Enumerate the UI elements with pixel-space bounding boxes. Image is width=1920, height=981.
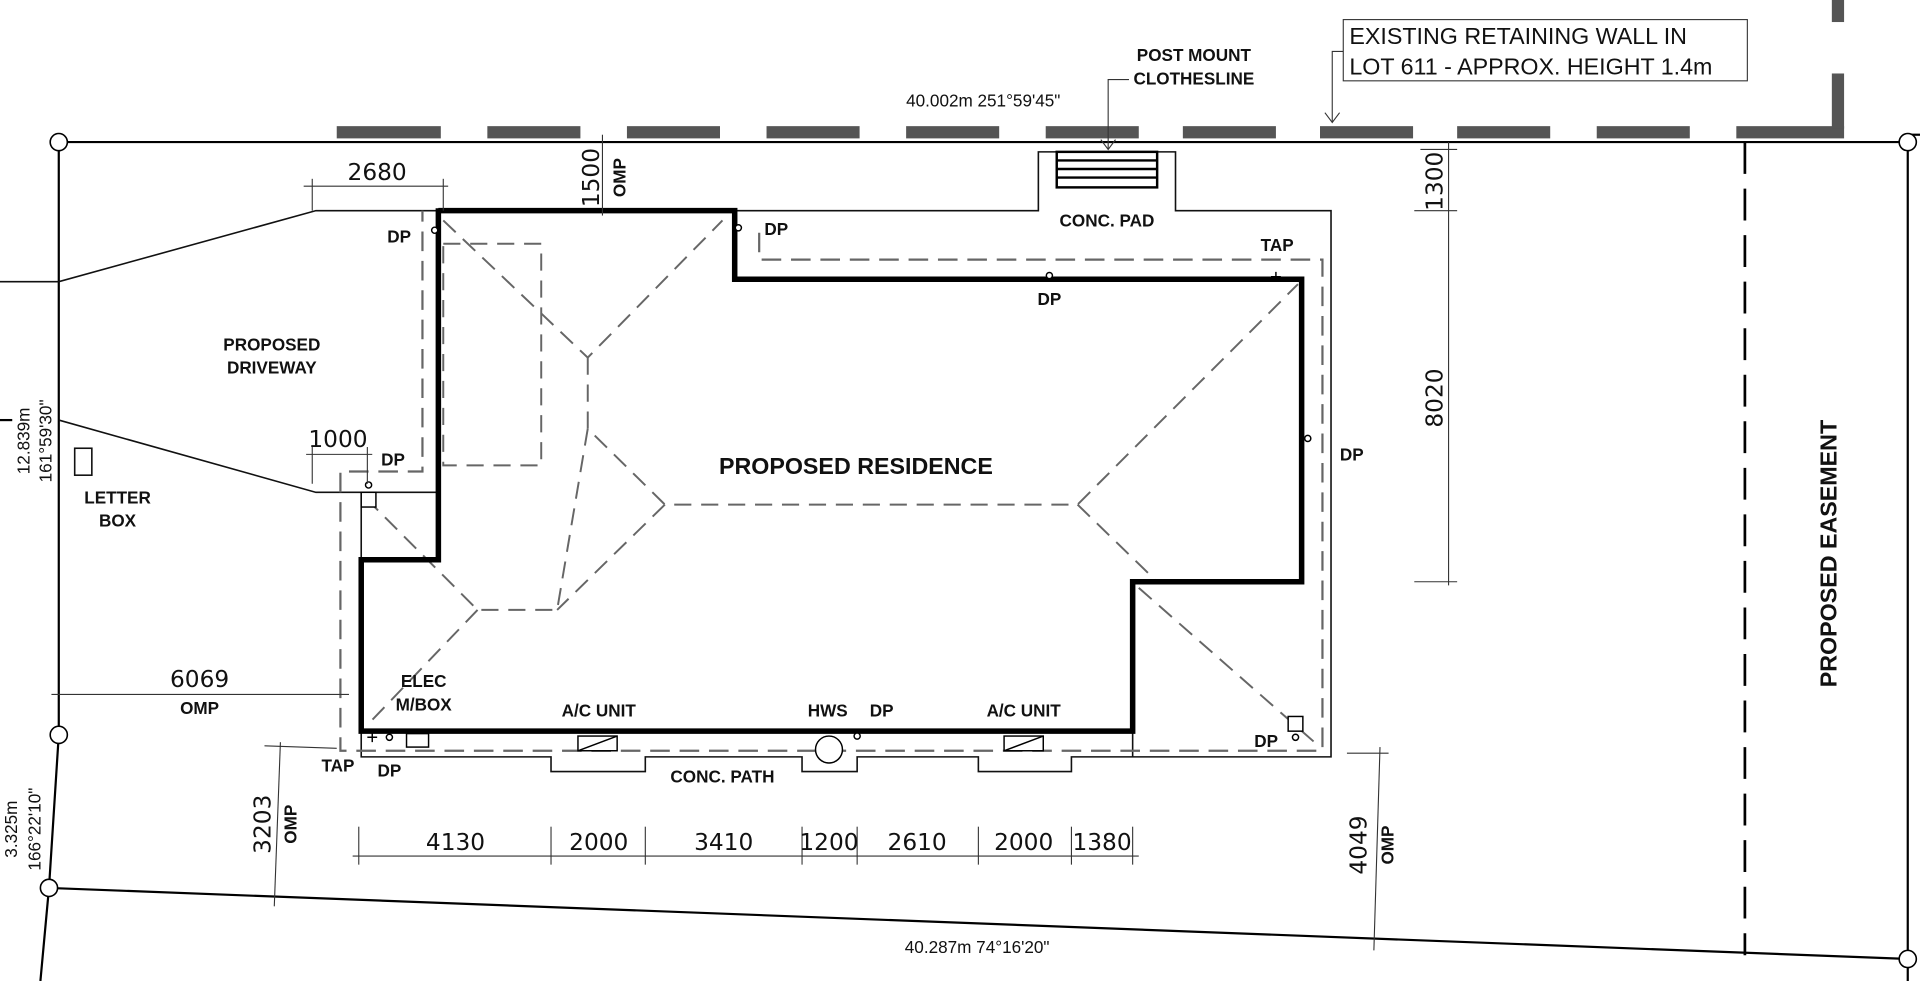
dim-front-segment: 2000 — [569, 829, 628, 856]
dp-label: DP — [764, 219, 788, 239]
fixtures — [360, 224, 1312, 764]
downpipe-icon — [430, 226, 439, 235]
downpipe-icon — [853, 732, 861, 740]
building-walls — [358, 207, 1305, 734]
survey-pegs — [39, 132, 1918, 969]
dim-rear-side: 1300 — [1421, 152, 1448, 211]
dim-front-setback-left: 6069 — [170, 666, 229, 693]
dim-front-setback-mid: 3203 — [250, 795, 277, 854]
dim-rear-setback: 1500 — [578, 148, 605, 207]
dp-label: DP — [1340, 444, 1364, 464]
letterbox-label: BOX — [99, 511, 137, 531]
omp-label: OMP — [1377, 826, 1397, 865]
meter-box-icon — [405, 732, 430, 748]
tap-icon — [367, 271, 1281, 743]
driveway-label: PROPOSED — [223, 334, 320, 354]
clothesline-label: POST MOUNT — [1137, 45, 1252, 65]
letterbox-label: LETTER — [84, 487, 151, 507]
left-boundary-length: 3.325m — [1, 801, 21, 858]
downpipe-icon — [1291, 733, 1300, 742]
retaining-wall-note: EXISTING RETAINING WALL IN — [1349, 23, 1687, 49]
hws-icon — [814, 735, 844, 764]
top-boundary-label: 40.002m 251°59'45" — [906, 91, 1060, 111]
residence-label: PROPOSED RESIDENCE — [719, 453, 993, 479]
dim-driveway-width: 2680 — [348, 159, 407, 186]
driveway-label: DRIVEWAY — [227, 358, 317, 378]
dp-label: DP — [377, 760, 401, 780]
left-boundary-bearing: 166°22'10" — [24, 788, 44, 871]
dim-front-segment: 2610 — [888, 829, 947, 856]
dim-front-segment: 4130 — [426, 829, 485, 856]
dim-front-setback-right: 4049 — [1346, 815, 1373, 874]
retaining-wall — [336, 0, 1845, 139]
roof-lines — [339, 210, 1324, 752]
easement-label: PROPOSED EASEMENT — [1816, 420, 1842, 687]
omp-label: OMP — [280, 805, 300, 844]
clothesline-label: CLOTHESLINE — [1133, 69, 1254, 89]
ac-unit-label: A/C UNIT — [987, 700, 1062, 720]
left-boundary-length: 12.839m — [13, 408, 33, 475]
clothesline-icon — [1055, 150, 1159, 189]
tap-label: TAP — [1261, 235, 1294, 255]
omp-label: OMP — [180, 698, 219, 718]
downpipe-icon — [734, 224, 743, 232]
dp-label: DP — [1037, 289, 1061, 309]
conc-path-label: CONC. PATH — [670, 767, 774, 787]
conc-pad-label: CONC. PAD — [1060, 211, 1155, 231]
dim-front-segment: 1380 — [1072, 829, 1131, 856]
letter-box-icon — [73, 447, 93, 476]
omp-label: OMP — [610, 158, 630, 197]
ac-unit-label: A/C UNIT — [562, 700, 637, 720]
tap-label: TAP — [321, 756, 354, 776]
elec-label: M/BOX — [396, 694, 453, 714]
pit-icon — [1287, 715, 1304, 732]
pit-icon — [360, 491, 377, 508]
hws-label: HWS — [808, 700, 848, 720]
retaining-wall-note: LOT 611 - APPROX. HEIGHT 1.4m — [1349, 54, 1712, 80]
leaders — [1100, 19, 1748, 151]
downpipe-icon — [1303, 434, 1312, 443]
dim-side-depth: 8020 — [1421, 368, 1448, 427]
elec-label: ELEC — [401, 671, 447, 691]
dimension-lines — [51, 134, 1458, 951]
left-boundary-bearing: 161°59'30" — [35, 399, 55, 482]
dim-front-segment: 2000 — [994, 829, 1053, 856]
bottom-boundary-label: 40.287m 74°16'20" — [905, 937, 1050, 957]
dp-label: DP — [870, 700, 894, 720]
dim-front-segment: 1200 — [799, 829, 858, 856]
lot-boundary — [0, 133, 1920, 981]
dp-label: DP — [1254, 731, 1278, 751]
dp-label: DP — [387, 226, 411, 246]
dp-label: DP — [381, 449, 405, 469]
downpipe-icon — [364, 481, 373, 489]
downpipe-icon — [1045, 271, 1054, 280]
dim-front-segment: 3410 — [694, 829, 753, 856]
driveway-edges — [0, 209, 441, 494]
downpipe-icon — [385, 733, 394, 742]
dim-garage-offset: 1000 — [308, 426, 367, 453]
